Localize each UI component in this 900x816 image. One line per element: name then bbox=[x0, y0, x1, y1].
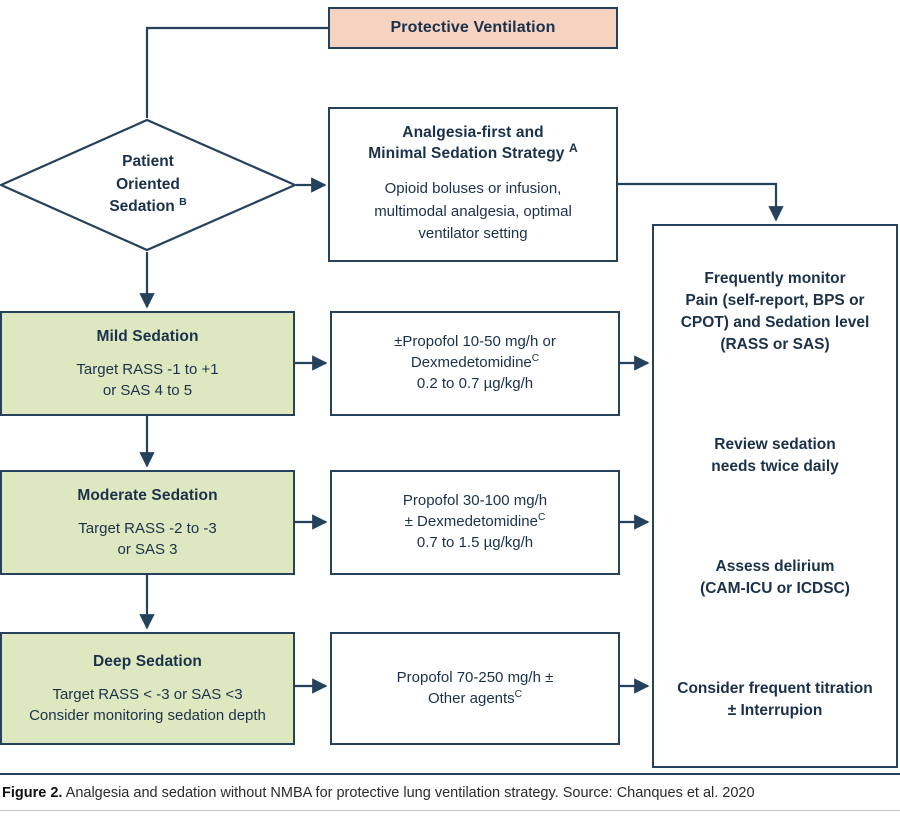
node-deep-drugs[interactable]: Propofol 70-250 mg/h ± Other agentsC bbox=[330, 632, 620, 745]
mild-drugs-line-3: 0.2 to 0.7 µg/kg/h bbox=[416, 374, 534, 392]
deep-drugs-line-2: Other agents bbox=[427, 689, 515, 707]
analgesia-title-line-2: Minimal Sedation Strategy bbox=[368, 145, 569, 163]
mild-sedation-line-2: or SAS 4 to 5 bbox=[102, 381, 193, 399]
mild-drugs-line-2: Dexmedetomidine bbox=[410, 354, 532, 372]
analgesia-body-line-2: multimodal analgesia, optimal bbox=[374, 202, 572, 220]
monitoring-b4-line-1: Consider frequent titration bbox=[677, 680, 873, 697]
monitoring-b3-line-2: (CAM-ICU or ICDSC) bbox=[700, 580, 850, 597]
decision-line-3: Sedation B bbox=[109, 196, 187, 216]
decision-line-2: Oriented bbox=[116, 175, 180, 193]
node-protective-ventilation[interactable]: Protective Ventilation bbox=[328, 7, 618, 49]
analgesia-body: Opioid boluses or infusion, multimodal a… bbox=[374, 178, 572, 246]
deep-sedation-line-1: Target RASS < -3 or SAS <3 bbox=[52, 686, 243, 703]
analgesia-title: Analgesia-first and Minimal Sedation Str… bbox=[368, 123, 578, 165]
node-patient-oriented-sedation[interactable]: Patient Oriented Sedation B bbox=[0, 118, 296, 252]
moderate-sedation-line-1: Target RASS -2 to -3 bbox=[78, 520, 217, 537]
node-analgesia-first-strategy[interactable]: Analgesia-first and Minimal Sedation Str… bbox=[328, 107, 618, 262]
figure-caption-text: Analgesia and sedation without NMBA for … bbox=[62, 785, 755, 801]
moderate-sedation-title: Moderate Sedation bbox=[77, 486, 218, 504]
node-mild-sedation[interactable]: Mild Sedation Target RASS -1 to +1 or SA… bbox=[0, 311, 295, 416]
node-mild-drugs[interactable]: ±Propofol 10-50 mg/h or DexmedetomidineC… bbox=[330, 311, 620, 416]
mild-drugs-body: ±Propofol 10-50 mg/h or DexmedetomidineC… bbox=[394, 332, 556, 394]
node-moderate-sedation[interactable]: Moderate Sedation Target RASS -2 to -3 o… bbox=[0, 470, 295, 575]
analgesia-body-line-3: ventilator setting bbox=[418, 225, 528, 243]
protective-ventilation-title: Protective Ventilation bbox=[390, 18, 556, 36]
flowchart-canvas: Protective Ventilation Patient Oriented … bbox=[0, 7, 898, 768]
mild-sedation-body: Target RASS -1 to +1 or SAS 4 to 5 bbox=[76, 360, 218, 401]
edge-analgesia-to-monitoring bbox=[618, 182, 784, 222]
moderate-drugs-line-2: ± Dexmedetomidine bbox=[404, 513, 538, 531]
monitoring-block-frequently-monitor: Frequently monitor Pain (self-report, BP… bbox=[654, 268, 896, 356]
monitoring-b1-line-1: Frequently monitor bbox=[704, 270, 846, 287]
deep-drugs-superscript: C bbox=[514, 688, 523, 700]
edge-ventilation-to-decision bbox=[145, 26, 328, 118]
caption-divider bbox=[0, 773, 900, 775]
analgesia-title-superscript: A bbox=[568, 141, 578, 156]
monitoring-b2-line-1: Review sedation bbox=[714, 436, 836, 453]
moderate-drugs-line-3: 0.7 to 1.5 µg/kg/h bbox=[416, 533, 534, 551]
monitoring-b3-line-1: Assess delirium bbox=[715, 558, 835, 575]
decision-superscript: B bbox=[179, 196, 187, 209]
analgesia-title-line-1: Analgesia-first and bbox=[402, 124, 544, 142]
moderate-drugs-line-1: Propofol 30-100 mg/h bbox=[402, 492, 548, 510]
monitoring-block-assess-delirium: Assess delirium (CAM-ICU or ICDSC) bbox=[654, 556, 896, 600]
diamond-shape bbox=[0, 118, 296, 252]
moderate-drugs-body: Propofol 30-100 mg/h ± DexmedetomidineC … bbox=[403, 491, 547, 553]
deep-sedation-line-2: Consider monitoring sedation depth bbox=[29, 706, 266, 724]
monitoring-b1-line-4: (RASS or SAS) bbox=[720, 336, 830, 353]
moderate-drugs-superscript: C bbox=[537, 512, 546, 524]
deep-drugs-line-1: Propofol 70-250 mg/h ± bbox=[396, 668, 554, 686]
mild-sedation-line-1: Target RASS -1 to +1 bbox=[76, 361, 219, 378]
deep-drugs-body: Propofol 70-250 mg/h ± Other agentsC bbox=[397, 668, 554, 709]
caption-bottom-divider bbox=[0, 810, 900, 811]
mild-sedation-title: Mild Sedation bbox=[96, 327, 199, 345]
monitoring-b1-line-3: CPOT) and Sedation level bbox=[680, 314, 870, 331]
figure-caption: Figure 2. Analgesia and sedation without… bbox=[2, 784, 898, 803]
mild-drugs-superscript: C bbox=[531, 353, 540, 365]
decision-line-1: Patient bbox=[122, 153, 174, 171]
moderate-sedation-body: Target RASS -2 to -3 or SAS 3 bbox=[78, 519, 216, 560]
moderate-sedation-line-2: or SAS 3 bbox=[117, 540, 178, 558]
decision-label: Patient Oriented Sedation B bbox=[0, 118, 296, 252]
deep-sedation-title: Deep Sedation bbox=[93, 652, 202, 670]
node-monitoring-panel[interactable]: Frequently monitor Pain (self-report, BP… bbox=[652, 224, 898, 768]
deep-sedation-body: Target RASS < -3 or SAS <3 Consider moni… bbox=[29, 685, 266, 726]
analgesia-body-line-1: Opioid boluses or infusion, bbox=[384, 180, 562, 198]
monitoring-block-review-sedation: Review sedation needs twice daily bbox=[654, 434, 896, 478]
node-moderate-drugs[interactable]: Propofol 30-100 mg/h ± DexmedetomidineC … bbox=[330, 470, 620, 575]
monitoring-b2-line-2: needs twice daily bbox=[711, 458, 839, 475]
node-deep-sedation[interactable]: Deep Sedation Target RASS < -3 or SAS <3… bbox=[0, 632, 295, 745]
mild-drugs-line-1: ±Propofol 10-50 mg/h or bbox=[394, 333, 556, 351]
monitoring-b4-line-2: ± Interrupion bbox=[727, 702, 823, 719]
monitoring-block-consider-titration: Consider frequent titration ± Interrupio… bbox=[654, 678, 896, 722]
monitoring-b1-line-2: Pain (self-report, BPS or bbox=[685, 292, 865, 309]
figure-caption-label: Figure 2. bbox=[2, 785, 63, 801]
